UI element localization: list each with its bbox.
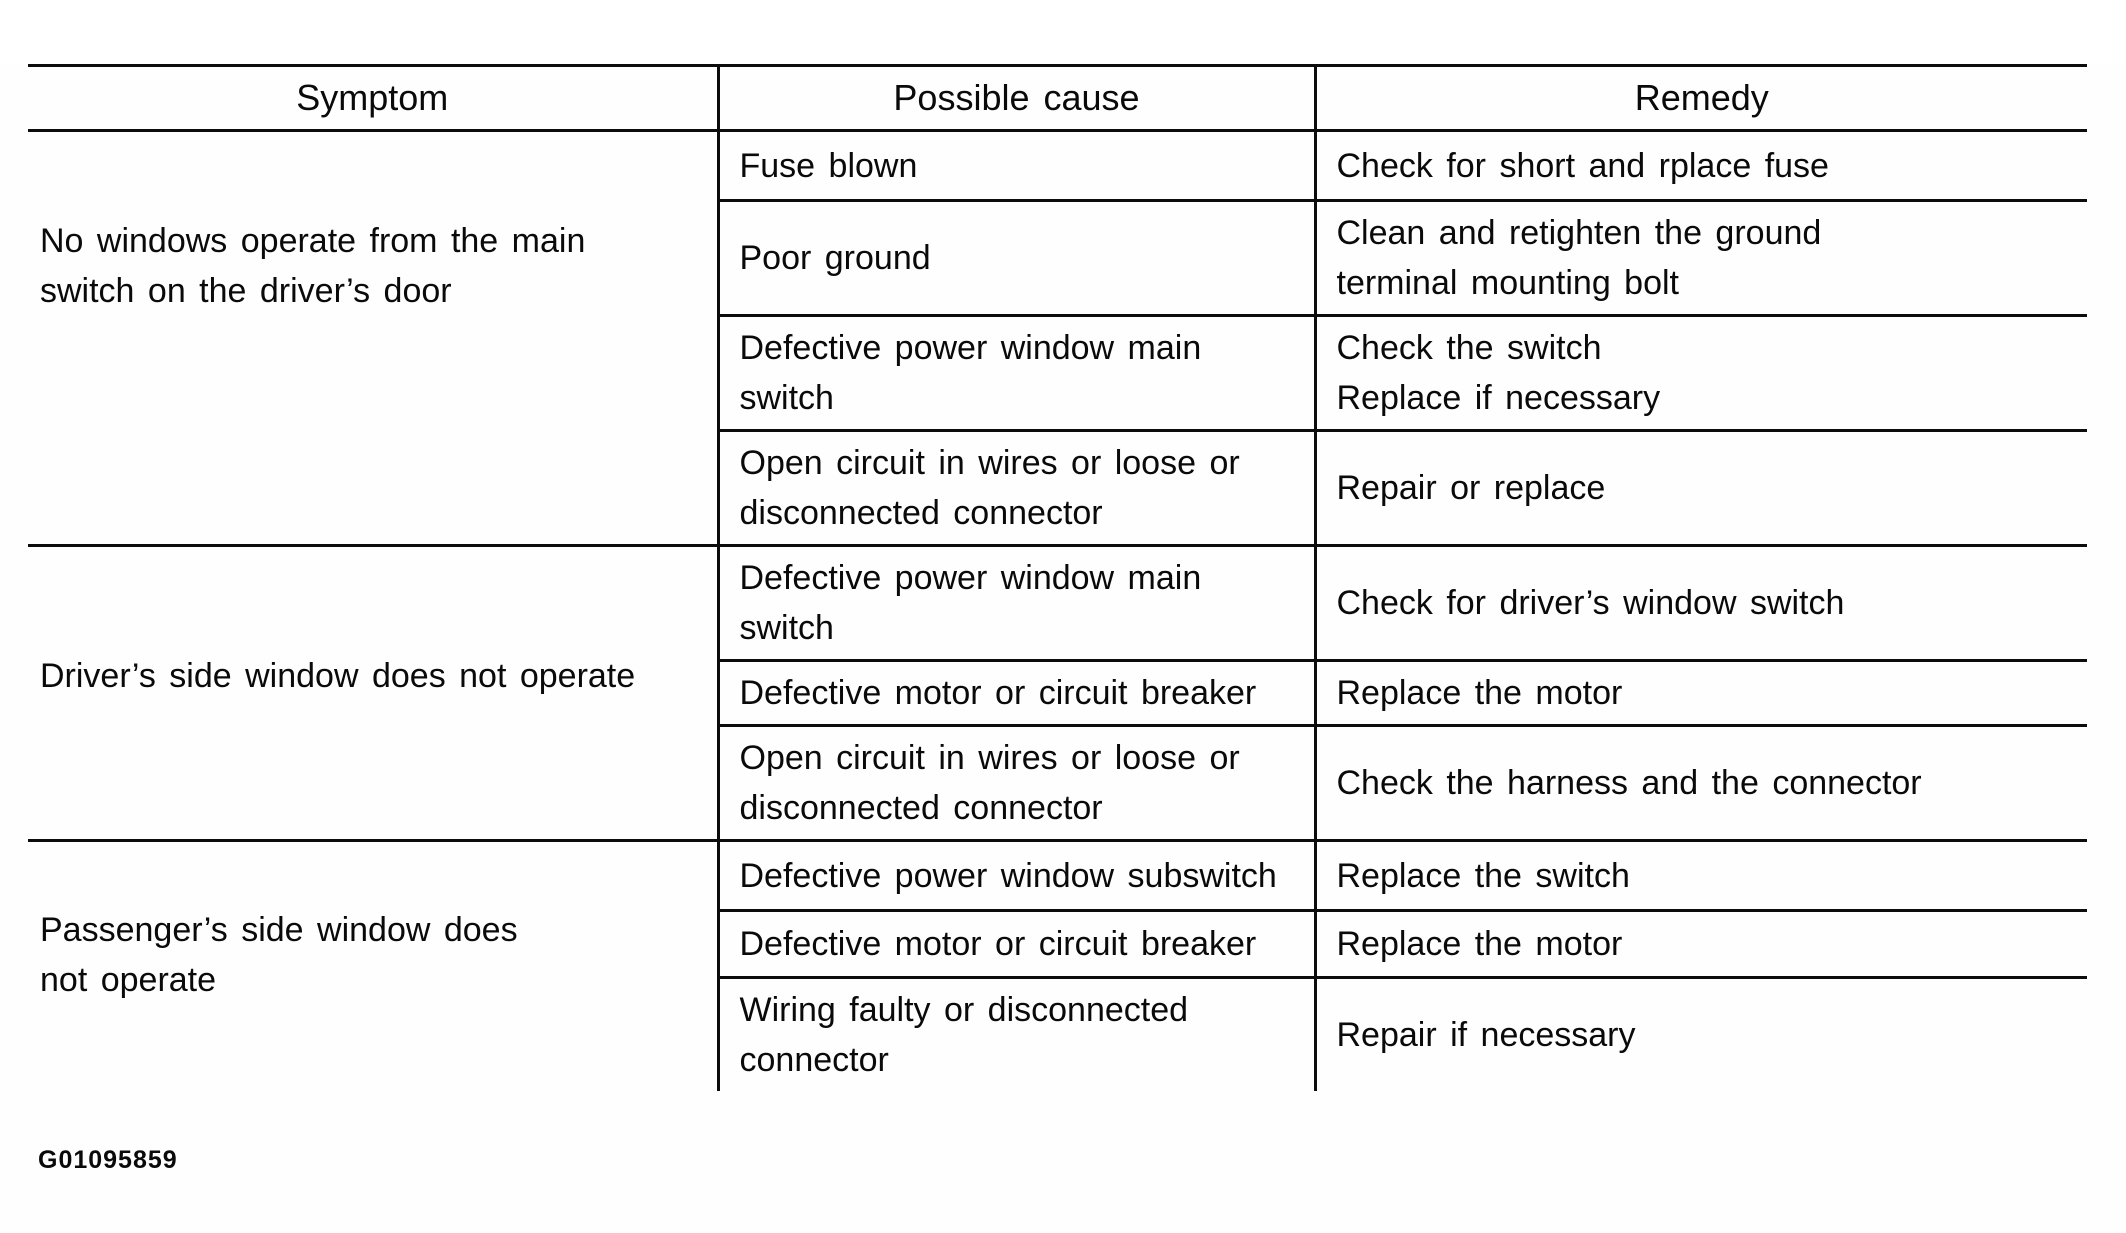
cell-text-line: Replace the motor xyxy=(1336,674,1623,712)
table-row: Defective motor or circuit breaker Replac… xyxy=(28,910,2087,979)
remedy-cell: Replace the motor xyxy=(1313,660,2087,727)
cause-cell: Defective motor or circuit breaker xyxy=(716,660,1315,727)
table-row: Wiring faulty or disconnected connector Re… xyxy=(28,977,2087,1091)
cause-cell: Defective power window subswitch xyxy=(716,840,1315,912)
cell-text-line: not operate xyxy=(40,960,217,999)
table-header-row: Symptom Possible cause Remedy xyxy=(28,64,2087,132)
column-header-remedy: Remedy xyxy=(1313,64,2087,132)
table-row: No windows operate from the main switch o… xyxy=(28,130,2087,547)
cell-text-line: Driver’s side window does not operate xyxy=(40,657,636,695)
cell-text-line: Repair if necessary xyxy=(1336,1016,1636,1054)
remedy-cell: Replace the motor xyxy=(1313,910,2087,979)
cell-text-line: Poor ground xyxy=(739,239,931,277)
remedy-cell: Check for short and rplace fuse xyxy=(1313,130,2087,202)
table-row: Open circuit in wires or loose or disconn… xyxy=(28,430,2087,547)
remedy-cell: Check the harness and the connector xyxy=(1313,725,2087,842)
cell-text-line: Check for short and rplace fuse xyxy=(1336,146,1829,185)
cell-text-line: Repair or replace xyxy=(1336,469,1606,507)
cell-text-line: Open circuit in wires or loose or xyxy=(739,444,1240,482)
cell-text-line: Replace the motor xyxy=(1336,925,1623,963)
symptom-cell: No windows operate from the main switch o… xyxy=(28,130,718,547)
cell-text-line: Defective power window main switch xyxy=(739,329,1202,417)
table-row: Defective motor or circuit breaker Replac… xyxy=(28,660,2087,727)
remedy-cell: Check for driver’s window switch xyxy=(1313,545,2087,662)
troubleshooting-table: Symptom Possible cause Remedy No windows… xyxy=(28,64,2087,1091)
table-row: Poor ground Clean and retighten the groun… xyxy=(28,200,2087,317)
cell-text-line: connector xyxy=(739,1041,889,1079)
cell-text-line: disconnected connector xyxy=(739,789,1103,827)
cell-text-line: Passenger’s side window does xyxy=(40,910,518,949)
cause-cell: Open circuit in wires or loose or disconn… xyxy=(716,725,1315,842)
cell-text-line: Open circuit in wires or loose or xyxy=(739,739,1240,777)
cell-text-line: terminal mounting bolt xyxy=(1336,264,1680,302)
cell-text-line: No windows operate from the main xyxy=(40,222,586,260)
cause-cell: Poor ground xyxy=(716,200,1315,317)
cell-text-line: switch on the driver’s door xyxy=(40,272,452,310)
cell-text-line: Clean and retighten the ground xyxy=(1336,214,1822,252)
column-header-possible-cause: Possible cause xyxy=(716,64,1315,132)
cell-text-line: Check the switch xyxy=(1336,329,1602,367)
cell-text-line: Replace if necessary xyxy=(1336,379,1661,417)
scanned-manual-page: Symptom Possible cause Remedy No windows… xyxy=(0,64,2126,1233)
cell-text-line: Defective motor or circuit breaker xyxy=(739,674,1257,712)
cause-cell: Defective motor or circuit breaker xyxy=(716,910,1315,979)
cell-text-line: Wiring faulty or disconnected xyxy=(739,991,1189,1029)
cause-cell: Defective power window main switch xyxy=(716,545,1315,662)
cell-text-line: Fuse blown xyxy=(739,146,918,185)
table-body: No windows operate from the main switch o… xyxy=(28,130,2087,1091)
remedy-cell: Replace the switch xyxy=(1313,840,2087,912)
cell-text-line: Defective power window subswitch xyxy=(739,856,1277,895)
table-row: Defective power window main switch Check … xyxy=(28,315,2087,432)
remedy-cell: Repair if necessary xyxy=(1313,977,2087,1091)
symptom-cell: Driver’s side window does not operate xyxy=(28,545,718,842)
cause-cell: Wiring faulty or disconnected connector xyxy=(716,977,1315,1091)
cause-cell: Fuse blown xyxy=(716,130,1315,202)
cell-text-line: Defective power window main switch xyxy=(739,559,1202,647)
column-header-symptom: Symptom xyxy=(28,64,718,132)
remedy-cell: Clean and retighten the ground terminal m… xyxy=(1313,200,2087,317)
remedy-cell: Repair or replace xyxy=(1313,430,2087,547)
table-row: Open circuit in wires or loose or disconn… xyxy=(28,725,2087,842)
cell-text-line: Check the harness and the connector xyxy=(1336,764,1922,802)
cell-text-line: Check for driver’s window switch xyxy=(1336,584,1845,622)
cell-text-line: Defective motor or circuit breaker xyxy=(739,925,1257,963)
cause-cell: Defective power window main switch xyxy=(716,315,1315,432)
cause-cell: Open circuit in wires or loose or disconn… xyxy=(716,430,1315,547)
cell-text-line: Replace the switch xyxy=(1336,856,1630,895)
figure-code: G01095859 xyxy=(38,1146,178,1174)
cell-text-line: disconnected connector xyxy=(739,494,1103,532)
symptom-cell: Passenger’s side window does not operate xyxy=(28,841,718,1092)
